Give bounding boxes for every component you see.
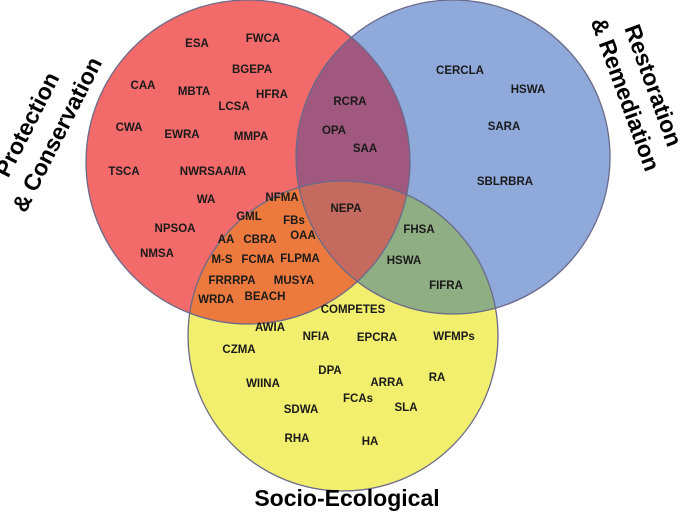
acronym-label: LCSA	[218, 101, 249, 113]
socio-ecological-title: Socio-Ecological	[254, 485, 439, 511]
restoration-socio-overlap	[296, 181, 498, 314]
acronym-label: WRDA	[198, 294, 234, 306]
acronym-label: ARRA	[370, 377, 403, 389]
acronym-label: BEACH	[245, 291, 286, 303]
acronym-label: FRRRPA	[208, 275, 255, 287]
acronym-label: CBRA	[243, 234, 276, 246]
acronym-label: NPSOA	[155, 223, 196, 235]
acronym-label: HSWA	[387, 255, 422, 267]
protection-outline	[85, 0, 411, 325]
acronym-label: NFMA	[265, 192, 298, 204]
acronym-label: FIFRA	[429, 280, 463, 292]
acronym-label: EWRA	[164, 129, 199, 141]
acronym-label: RA	[429, 372, 446, 384]
acronym-label: M-S	[211, 254, 232, 266]
acronym-label: WIINA	[246, 378, 280, 390]
acronym-label: FCAs	[343, 393, 373, 405]
restoration-outline	[295, 0, 611, 315]
acronym-label: MBTA	[178, 86, 210, 98]
acronym-label: NEPA	[330, 203, 361, 215]
acronym-label: RHA	[285, 433, 310, 445]
acronym-label: RCRA	[333, 96, 366, 108]
protection-socio-overlap	[188, 181, 410, 324]
acronym-label: CZMA	[222, 344, 255, 356]
acronym-label: HSWA	[511, 84, 546, 96]
acronym-label: SBLRBRA	[477, 176, 533, 188]
acronym-label: FBs	[283, 215, 305, 227]
acronym-label: HFRA	[256, 89, 288, 101]
acronym-label: ESA	[185, 38, 209, 50]
acronym-label: CAA	[131, 80, 156, 92]
acronym-label: CWA	[116, 122, 143, 134]
acronym-label: NWRSAA/IA	[180, 166, 246, 178]
acronym-label: AA	[218, 234, 235, 246]
acronym-label: BGEPA	[232, 64, 272, 76]
acronym-label: NMSA	[140, 248, 174, 260]
acronym-label: OAA	[290, 230, 316, 242]
acronym-label: HA	[362, 436, 379, 448]
socio-ecological-outline	[187, 180, 499, 492]
acronym-label: SARA	[488, 121, 521, 133]
acronym-label: MMPA	[234, 131, 268, 143]
acronym-label: FWCA	[246, 33, 281, 45]
acronym-label: WA	[197, 194, 216, 206]
acronym-label: FLPMA	[280, 253, 320, 265]
acronym-label: EPCRA	[357, 332, 397, 344]
acronym-label: WFMPs	[433, 331, 475, 343]
acronym-label: FCMA	[241, 254, 274, 266]
acronym-label: CERCLA	[436, 65, 484, 77]
acronym-label: AWIA	[255, 322, 285, 334]
acronym-label: SAA	[353, 143, 377, 155]
acronym-label: SDWA	[284, 404, 319, 416]
acronym-label: NFIA	[303, 331, 330, 343]
acronym-label: COMPETES	[321, 304, 386, 316]
acronym-label: MUSYA	[274, 275, 314, 287]
acronym-label: FHSA	[403, 224, 434, 236]
acronym-label: OPA	[322, 125, 346, 137]
acronym-label: GML	[236, 211, 262, 223]
acronym-label: SLA	[395, 402, 418, 414]
acronym-label: TSCA	[108, 166, 139, 178]
acronym-label: DPA	[318, 365, 341, 377]
